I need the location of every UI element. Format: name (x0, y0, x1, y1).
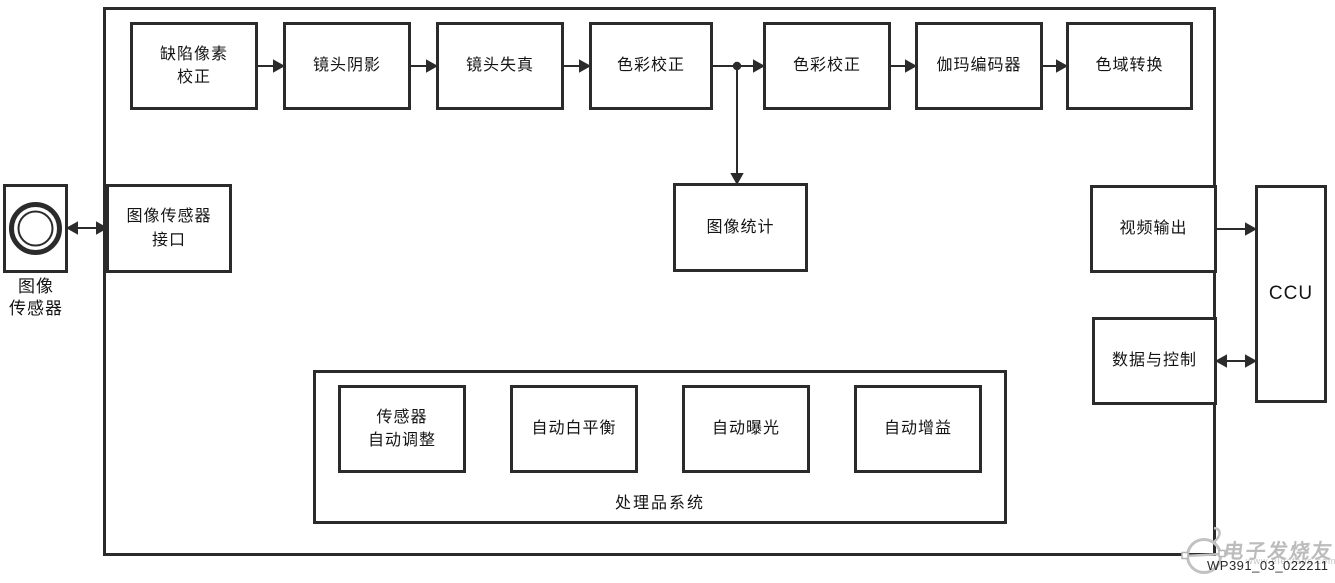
block-color-correction-1: 色彩校正 (589, 22, 713, 110)
block-gamut-conversion: 色域转换 (1066, 22, 1193, 110)
block-data-control: 数据与控制 (1092, 317, 1217, 405)
block-ccu: CCU (1255, 185, 1327, 403)
block-gamma-encoder: 伽玛编码器 (915, 22, 1043, 110)
watermark-url: www.elecfans.com (1246, 556, 1335, 566)
block-lens-distortion: 镜头失真 (436, 22, 564, 110)
watermark-logo (1181, 527, 1226, 574)
caption: WP391_03_022211 (1207, 558, 1329, 573)
block-auto-white-balance: 自动白平衡 (510, 385, 638, 473)
diagram-container (103, 7, 1216, 556)
block-video-output: 视频输出 (1090, 185, 1217, 273)
block-auto-exposure: 自动曝光 (682, 385, 810, 473)
block-color-correction-2: 色彩校正 (763, 22, 891, 110)
sensor-icon-box (3, 184, 68, 273)
arrow-sensor-interface-bidirectional (65, 221, 109, 235)
block-sensor-interface: 图像传感器 接口 (106, 184, 232, 273)
block-lens-shading: 镜头阴影 (283, 22, 411, 110)
arrow-video-to-ccu (1217, 222, 1258, 236)
sensor-lens-icon (9, 202, 62, 255)
subsystem-title: 处理品系统 (614, 495, 705, 512)
block-sensor-auto-adjust: 传感器 自动调整 (338, 385, 466, 473)
subsystem-box (313, 370, 1007, 524)
block-defect-pixel-correction: 缺陷像素 校正 (130, 22, 258, 110)
block-auto-gain: 自动增益 (854, 385, 982, 473)
sensor-label: 图像 传感器 (9, 277, 63, 319)
arrow-data-ccu-bidirectional (1214, 354, 1258, 368)
block-image-statistics: 图像统计 (673, 183, 808, 272)
